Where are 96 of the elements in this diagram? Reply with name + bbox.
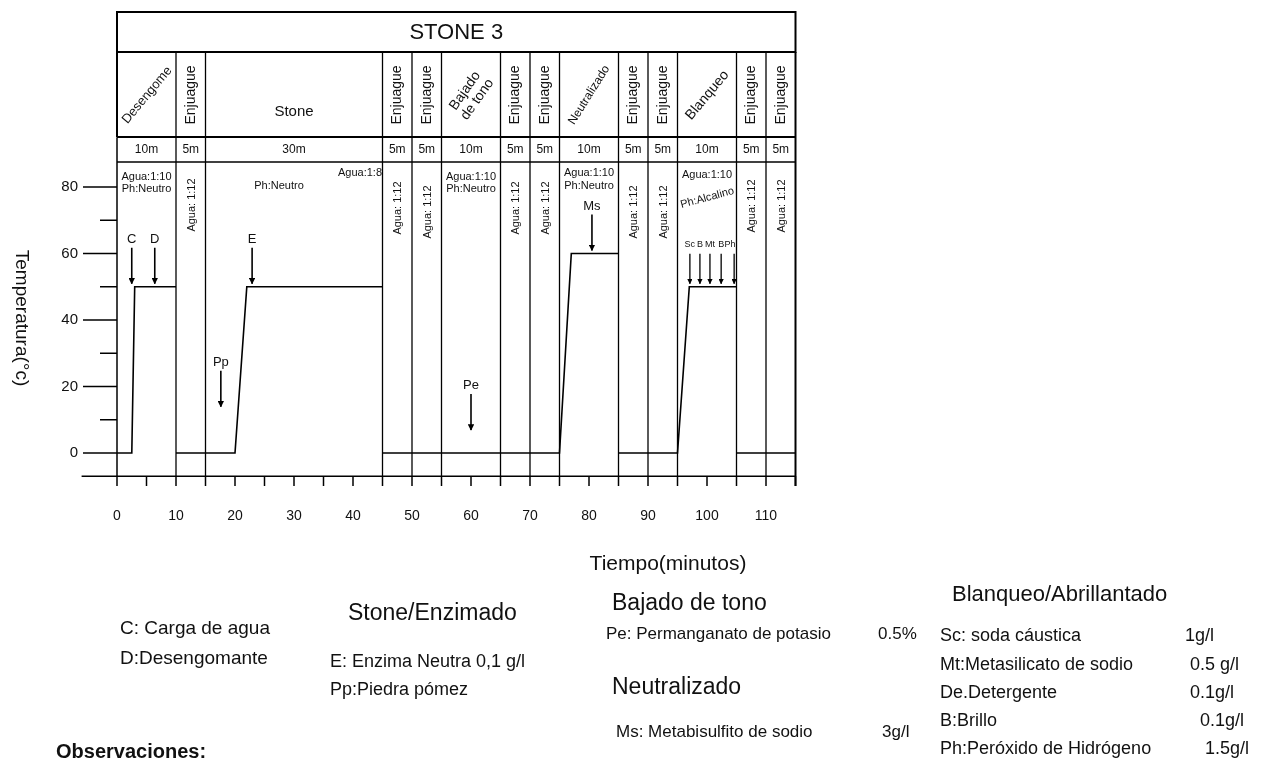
tick-label: 80: [581, 508, 597, 524]
dosage-value: 0.1g/l: [1200, 711, 1245, 731]
table-title: STONE 3: [409, 19, 504, 45]
tick-label: 110: [754, 508, 778, 524]
stage-name: Enjuague: [655, 65, 671, 125]
section-heading: Stone/Enzimado: [348, 600, 517, 626]
tick-label: 20: [60, 377, 78, 394]
dosage-value: 0.5%: [878, 625, 917, 644]
legend-item: Pe: Permanganato de potasio: [606, 625, 831, 644]
condition-note: Agua: 1:12: [420, 185, 433, 239]
dosage-value: 1.5g/l: [1205, 739, 1250, 759]
arrow-label: B: [696, 239, 703, 250]
tick-label: 70: [522, 508, 538, 524]
stage-name: Enjuague: [537, 65, 553, 125]
tick-label: 80: [60, 178, 78, 195]
arrow-label: Mt: [704, 239, 715, 250]
condition-note: Agua:1:10: [563, 165, 615, 179]
legend-item: Ms: Metabisulfito de sodio: [616, 723, 813, 742]
duration-label: 5m: [772, 143, 790, 157]
legend-item: Ph:Peróxido de Hidrógeno: [940, 739, 1152, 759]
tick-label: 60: [60, 244, 78, 261]
condition-note: Agua: 1:12: [774, 179, 787, 233]
legend-item: Sc: soda cáustica: [940, 626, 1082, 646]
section-heading: Neutralizado: [612, 674, 742, 700]
tick-label: 40: [345, 508, 361, 524]
condition-note: Agua: 1:12: [656, 185, 669, 239]
arrow-label: Pe: [463, 377, 479, 393]
duration-label: 30m: [282, 143, 306, 157]
legend-item: Mt:Metasilicato de sodio: [940, 655, 1134, 675]
legend-item: Pp:Piedra pómez: [330, 680, 469, 700]
condition-note: Ph:Neutro: [254, 178, 304, 192]
duration-label: 5m: [742, 143, 760, 157]
duration-label: 5m: [506, 143, 524, 157]
stage-name: Stone: [274, 102, 314, 120]
condition-note: Agua:1:10: [445, 169, 497, 183]
duration-label: 5m: [418, 143, 436, 157]
duration-label: 5m: [624, 143, 642, 157]
tick-label: 20: [227, 508, 243, 524]
stage-name: Enjuague: [773, 65, 789, 125]
arrow-label: D: [150, 231, 160, 246]
axis-title: Temperatura(°c): [11, 249, 33, 387]
condition-note: Agua: 1:12: [184, 178, 197, 232]
condition-note: Ph:Neutro: [446, 181, 496, 195]
stage-name: Enjuague: [419, 65, 435, 125]
dosage-value: 0.1g/l: [1190, 683, 1235, 703]
condition-note: Agua:1:10: [121, 169, 172, 183]
stage-name: Enjuague: [625, 65, 641, 125]
condition-note: Agua: 1:12: [538, 181, 551, 235]
arrow-label: Sc: [684, 239, 696, 250]
arrow-label: C: [127, 231, 137, 246]
arrow-label: B: [718, 239, 725, 250]
section-heading: Blanqueo/Abrillantado: [952, 582, 1168, 607]
arrow-label: Ms: [583, 198, 601, 213]
duration-label: 5m: [654, 143, 672, 157]
duration-label: 10m: [459, 143, 483, 157]
notes-heading: Observaciones:: [56, 740, 207, 762]
stage-name: Enjuague: [507, 65, 523, 125]
condition-note: Agua: 1:12: [391, 181, 404, 235]
tick-label: 100: [695, 508, 719, 524]
dosage-value: 1g/l: [1185, 626, 1215, 646]
tick-label: 0: [113, 508, 121, 524]
duration-label: 10m: [134, 143, 159, 157]
duration-label: 5m: [182, 143, 200, 157]
tick-label: 0: [68, 444, 78, 461]
arrow-label: Ph: [724, 239, 736, 250]
condition-note: Ph:Neutro: [564, 178, 614, 192]
tick-label: 50: [404, 508, 420, 524]
duration-label: 10m: [577, 143, 601, 157]
duration-label: 5m: [388, 143, 406, 157]
condition-note: Agua: 1:12: [509, 181, 522, 235]
legend-item: C: Carga de agua: [120, 618, 270, 639]
condition-note: Agua: 1:12: [745, 179, 758, 233]
legend-item: D:Desengomante: [120, 648, 268, 669]
tick-label: 60: [463, 508, 479, 524]
arrow-label: E: [247, 231, 257, 246]
tick-label: 30: [286, 508, 302, 524]
section-heading: Bajado de tono: [612, 590, 767, 616]
tick-label: 10: [168, 508, 184, 524]
condition-note: Agua:1:10: [681, 167, 733, 181]
axis-title: Tiempo(minutos): [589, 551, 747, 575]
legend-item: De.Detergente: [940, 683, 1058, 703]
condition-note: Agua:1:8: [338, 165, 382, 179]
duration-label: 10m: [695, 143, 719, 157]
tick-label: 40: [60, 311, 78, 328]
stage-name: Enjuague: [743, 65, 759, 125]
condition-note: Ph:Neutro: [121, 181, 172, 195]
dosage-value: 0.5 g/l: [1190, 655, 1240, 675]
duration-label: 5m: [536, 143, 554, 157]
legend-item: B:Brillo: [940, 711, 997, 731]
stage-name: Enjuague: [389, 65, 405, 125]
dosage-value: 3g/l: [882, 723, 910, 742]
condition-note: Agua: 1:12: [627, 185, 640, 239]
stage-name: Enjuague: [183, 65, 199, 125]
arrow-label: Pp: [212, 354, 229, 369]
tick-label: 90: [640, 508, 656, 524]
legend-item: E: Enzima Neutra 0,1 g/l: [330, 652, 526, 672]
